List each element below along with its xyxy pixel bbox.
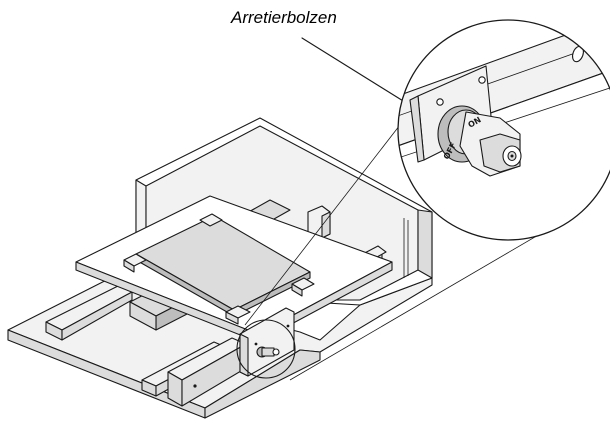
small-detail-circle (236, 319, 296, 379)
top-table (75, 195, 393, 377)
callout-label: Arretierbolzen (231, 8, 337, 27)
detail-circle-outline (397, 19, 610, 241)
